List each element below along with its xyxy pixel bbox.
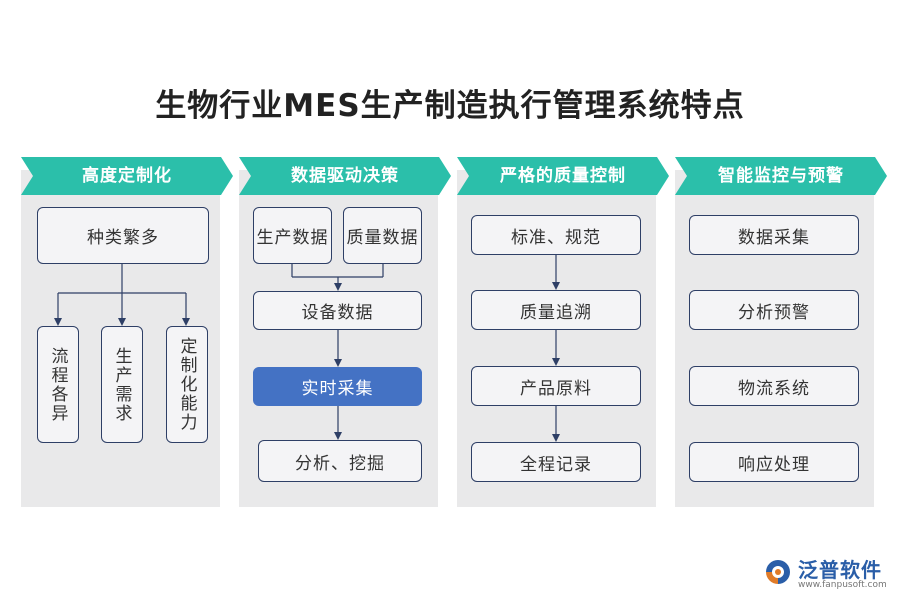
column-2-header-label: 数据驱动决策 bbox=[291, 166, 399, 186]
box-logistics-system: 物流系统 bbox=[689, 366, 859, 406]
box-full-record: 全程记录 bbox=[471, 442, 641, 482]
box-quality-trace: 质量追溯 bbox=[471, 290, 641, 330]
column-4-header-label: 智能监控与预警 bbox=[718, 166, 844, 186]
column-1-header: 高度定制化 bbox=[21, 157, 233, 195]
logo-name: 泛普软件 bbox=[798, 558, 882, 582]
chevron-banner-shape bbox=[457, 157, 669, 195]
fanpu-logo-icon bbox=[766, 560, 790, 584]
box-process-diff: 流程各异 bbox=[37, 326, 79, 443]
column-4-header: 智能监控与预警 bbox=[675, 157, 887, 195]
column-3-header: 严格的质量控制 bbox=[457, 157, 669, 195]
box-analysis-mining: 分析、挖掘 bbox=[258, 440, 422, 482]
box-customization-ability: 定制化能力 bbox=[166, 326, 208, 443]
box-production-data: 生产数据 bbox=[253, 207, 332, 264]
box-standards: 标准、规范 bbox=[471, 215, 641, 255]
box-data-collection: 数据采集 bbox=[689, 215, 859, 255]
box-production-demand: 生产需求 bbox=[101, 326, 143, 443]
box-quality-data: 质量数据 bbox=[343, 207, 422, 264]
box-category-variety: 种类繁多 bbox=[37, 207, 209, 264]
page-title: 生物行业MES生产制造执行管理系统特点 bbox=[155, 88, 745, 124]
chevron-banner-shape bbox=[675, 157, 887, 195]
box-response-handling: 响应处理 bbox=[689, 442, 859, 482]
column-2-header: 数据驱动决策 bbox=[239, 157, 451, 195]
chevron-banner-shape bbox=[21, 157, 233, 195]
box-raw-materials: 产品原料 bbox=[471, 366, 641, 406]
box-equipment-data: 设备数据 bbox=[253, 291, 422, 330]
column-3-header-label: 严格的质量控制 bbox=[500, 166, 626, 186]
chevron-banner-shape bbox=[239, 157, 451, 195]
column-1-header-label: 高度定制化 bbox=[82, 166, 172, 186]
box-realtime-collection: 实时采集 bbox=[253, 367, 422, 406]
brand-logo: 泛普软件 www.fanpusoft.com bbox=[762, 554, 892, 594]
logo-url: www.fanpusoft.com bbox=[798, 580, 887, 590]
box-analysis-warning: 分析预警 bbox=[689, 290, 859, 330]
